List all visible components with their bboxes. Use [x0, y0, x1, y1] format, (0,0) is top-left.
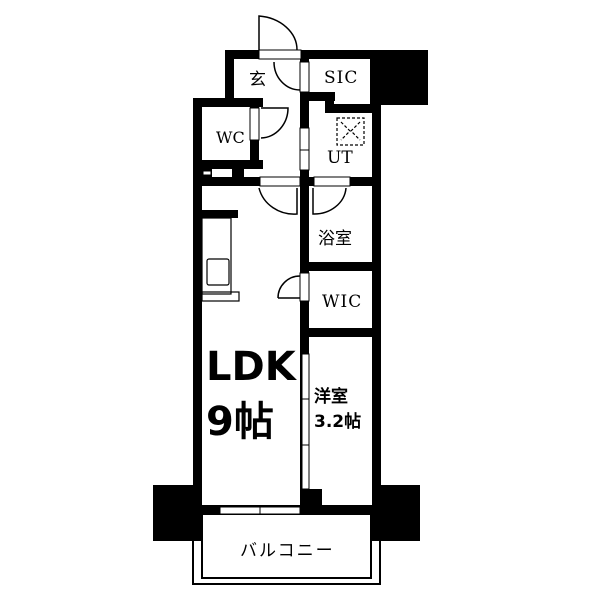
western-room-label: 洋室 [314, 387, 348, 407]
bathroom-label: 浴室 [318, 229, 352, 249]
washer-pan [336, 117, 365, 146]
western-room-size: 3.2帖 [314, 412, 362, 432]
door-swings [258, 15, 347, 299]
ldk-label: LDK [206, 344, 296, 390]
balcony-label: バルコニー [240, 541, 335, 561]
wc-label: WC [216, 128, 245, 147]
sic-label: SIC [324, 68, 359, 88]
windows [202, 49, 351, 515]
entrance-label: 玄 [249, 70, 266, 90]
walls [153, 50, 428, 541]
ut-label: UT [327, 148, 353, 168]
kitchen-counter [201, 217, 240, 302]
wic-label: WIC [322, 292, 363, 312]
ldk-size: 9帖 [206, 399, 274, 445]
